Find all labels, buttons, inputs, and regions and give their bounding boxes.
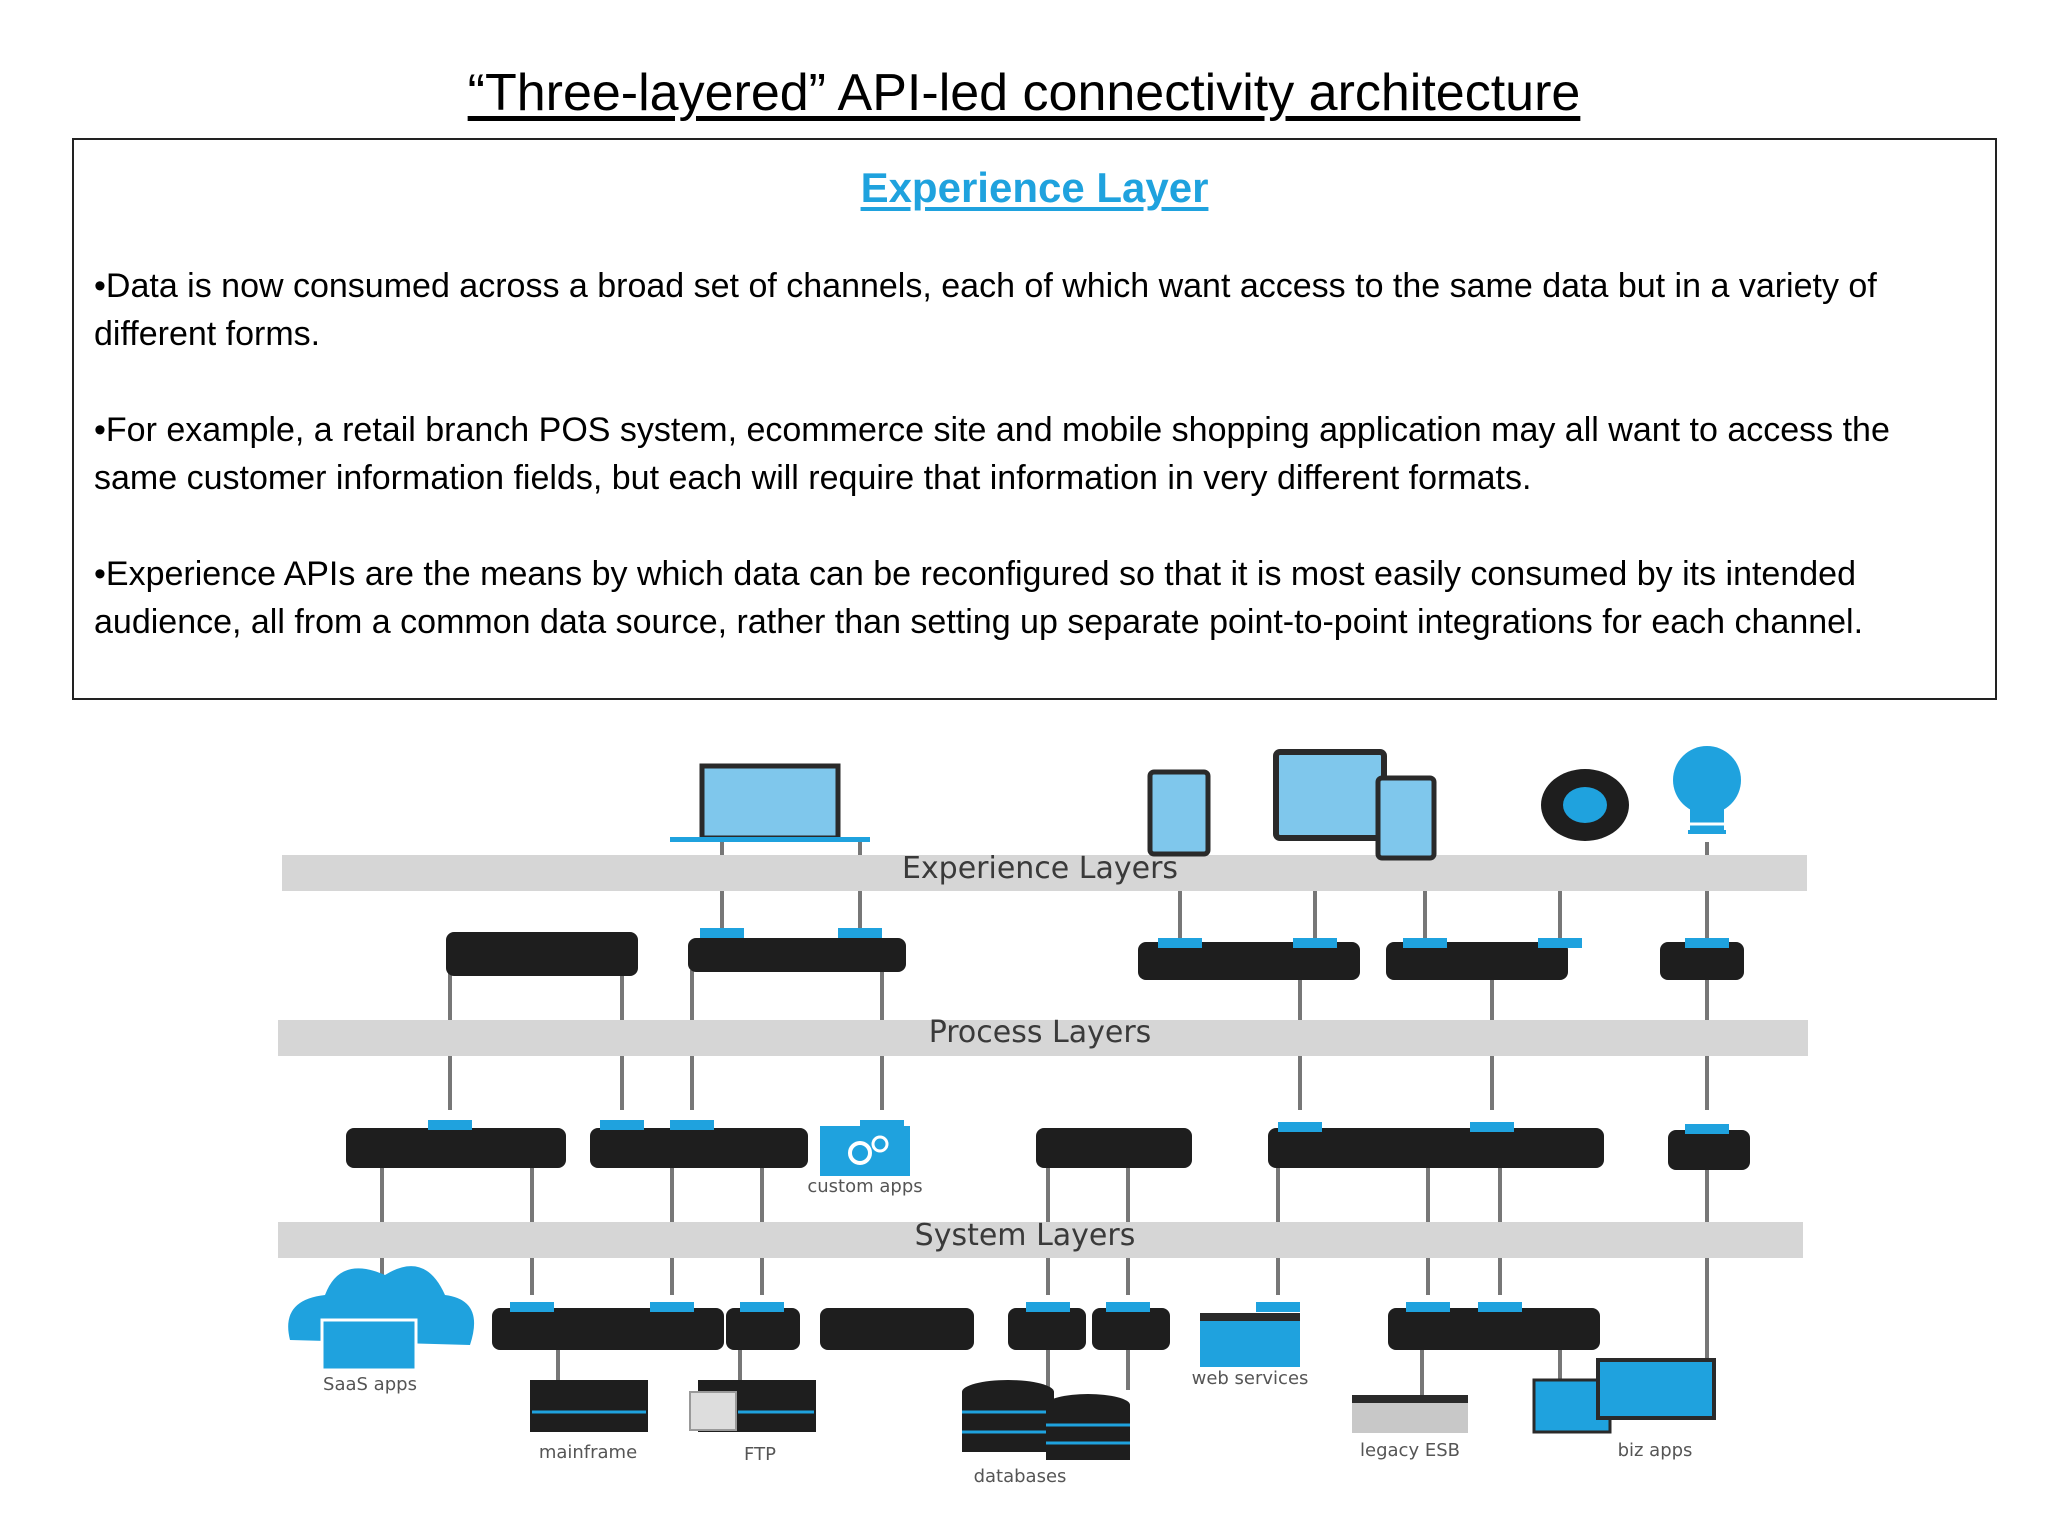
biz-apps-icon — [1532, 1358, 1716, 1434]
custom-apps-icon — [820, 1126, 910, 1176]
system-label-saas: SaaS apps — [323, 1374, 417, 1395]
lightbulb-icon — [1673, 746, 1741, 834]
api-connector — [1403, 938, 1447, 948]
api-connector — [1685, 938, 1729, 948]
api-connector — [1293, 938, 1337, 948]
api-connector — [1406, 1302, 1450, 1312]
api-connector — [1538, 938, 1582, 948]
api-connector — [1685, 1124, 1729, 1134]
api-connector — [1470, 1122, 1514, 1132]
system-label-ftp: FTP — [744, 1444, 776, 1465]
system-label-mainframe: mainframe — [539, 1442, 637, 1463]
ftp-server-icon — [689, 1380, 816, 1432]
api-node — [726, 1308, 800, 1350]
api-node — [346, 1128, 566, 1168]
api-connector — [1106, 1302, 1150, 1312]
mainframe-icon — [530, 1380, 648, 1432]
api-connector — [700, 928, 744, 938]
api-node — [1138, 942, 1360, 980]
api-node — [688, 938, 906, 972]
api-node — [1386, 942, 1568, 980]
experience-layer-panel: Experience Layer •Data is now consumed a… — [72, 138, 1997, 700]
api-connector — [838, 928, 882, 938]
bullet-item: •Experience APIs are the means by which … — [94, 555, 1864, 641]
api-connector — [650, 1302, 694, 1312]
api-nodes — [346, 928, 1750, 1350]
phone-icon — [1147, 769, 1211, 857]
api-node — [590, 1128, 808, 1168]
api-connector — [670, 1120, 714, 1130]
api-node — [820, 1308, 974, 1350]
api-node — [1268, 1128, 1604, 1168]
smart-device-icon — [1541, 769, 1629, 841]
bullet-item: •Data is now consumed across a broad set… — [94, 267, 1877, 353]
api-node — [446, 932, 638, 976]
api-connector — [1278, 1122, 1322, 1132]
system-label-web: web services — [1192, 1368, 1309, 1389]
system-label-esb: legacy ESB — [1360, 1440, 1460, 1461]
layer-label-experience: Experience Layers — [902, 851, 1178, 886]
legacy-esb-icon — [1352, 1395, 1468, 1433]
diagram-labels: Experience Layers Process Layers System … — [323, 851, 1692, 1487]
api-node — [1388, 1308, 1600, 1350]
api-connector — [740, 1302, 784, 1312]
api-connector — [1026, 1302, 1070, 1312]
layer-bands — [278, 855, 1808, 1258]
api-connector — [1478, 1302, 1522, 1312]
bullet-list: •Data is now consumed across a broad set… — [94, 262, 1974, 694]
api-connector — [600, 1120, 644, 1130]
api-node — [1008, 1308, 1086, 1350]
api-connector — [428, 1120, 472, 1130]
saas-cloud-icon — [288, 1266, 475, 1372]
api-node — [1036, 1128, 1192, 1168]
api-node — [1660, 942, 1744, 980]
system-label-custom: custom apps — [807, 1176, 922, 1197]
page-title: “Three-layered” API-led connectivity arc… — [467, 64, 1581, 122]
laptop-icon — [670, 763, 870, 842]
api-connector — [510, 1302, 554, 1312]
api-node — [492, 1308, 724, 1350]
layer-band — [278, 1020, 1808, 1056]
layer-band — [282, 855, 1807, 891]
database-icon — [962, 1380, 1130, 1460]
layer-label-process: Process Layers — [929, 1015, 1152, 1050]
api-connector — [1256, 1302, 1300, 1312]
system-label-databases: databases — [974, 1466, 1067, 1487]
system-label-biz: biz apps — [1618, 1440, 1693, 1461]
web-services-icon — [1200, 1313, 1300, 1367]
layer-band — [278, 1222, 1803, 1258]
api-node — [1668, 1130, 1750, 1170]
panel-heading: Experience Layer — [860, 164, 1209, 211]
api-connector — [1158, 938, 1202, 948]
layer-label-system: System Layers — [915, 1218, 1136, 1253]
architecture-diagram: Experience Layers Process Layers System … — [278, 746, 1808, 1487]
tablet-icon — [1273, 749, 1437, 861]
bullet-item: •For example, a retail branch POS system… — [94, 411, 1890, 497]
api-node — [1092, 1308, 1170, 1350]
